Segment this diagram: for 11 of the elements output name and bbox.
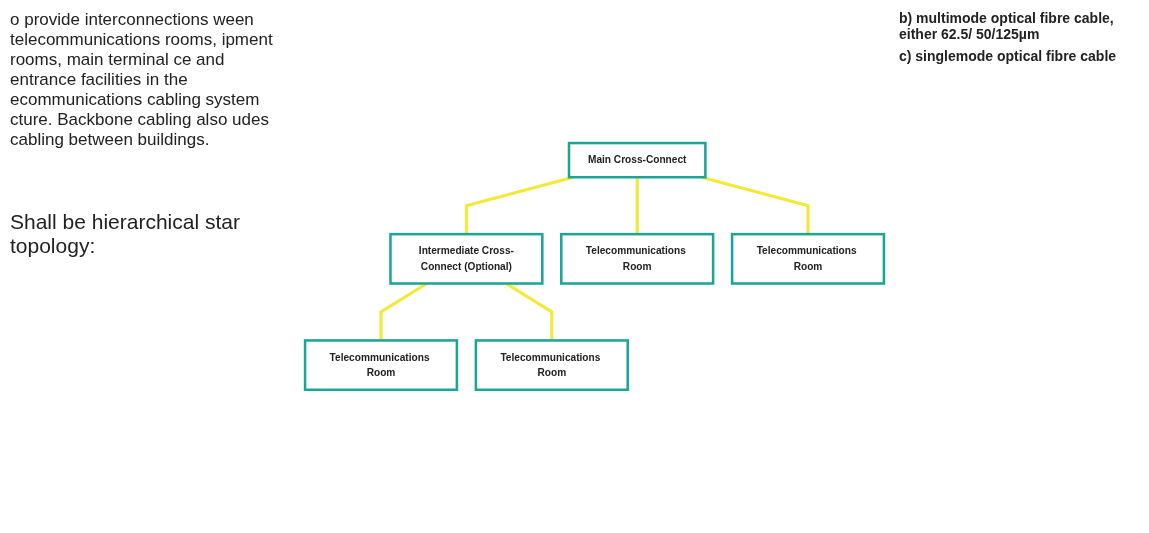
connector (635, 177, 639, 235)
node-box: Telecommunications Room (474, 339, 629, 392)
node-box: Telecommunications Room (730, 232, 886, 285)
node-box: Intermediate Cross-Connect (Optional) (389, 232, 544, 285)
node-box: Telecommunications Room (560, 232, 715, 285)
list-item: b) multimode optical fibre cable, either 62.5/ 50/125µm (899, 10, 1115, 42)
note-text: Shall be hierarchical star topology: (10, 210, 241, 258)
list-item: c) singlemode optical fibre cable (899, 48, 1118, 64)
node-box: Telecommunications Room (303, 339, 459, 392)
node-box: Main Cross-Connect (567, 141, 707, 179)
description-text: o provide interconnections ween telecommunications rooms, ipment rooms, main terminal ce and entrance facilities in the ecommunications cabling system cture. Backbone cabling also udes cabling between buildings. (10, 10, 274, 150)
